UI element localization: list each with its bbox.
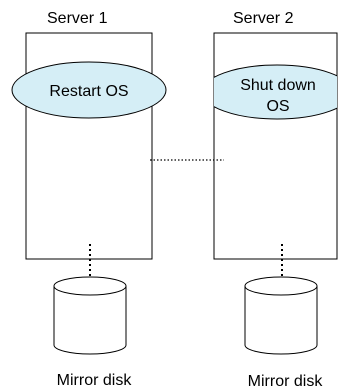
server-1-action-label: Restart OS — [49, 83, 128, 100]
server-2-action-label-line-2: OS — [266, 98, 289, 115]
mirror-disk-1: Mirror disk — [53, 276, 133, 389]
disk-1-label: Mirror disk — [57, 372, 133, 389]
server-2-action-ellipse — [214, 64, 337, 120]
disk-2-cylinder-top — [244, 276, 318, 296]
server-1-action-ellipse — [11, 61, 167, 119]
server-2: Server 2 Shut down OS — [213, 10, 338, 260]
server-2-action-label-line-1: Shut down — [240, 77, 316, 94]
server-1-title: Server 1 — [47, 10, 108, 27]
disk-2-cylinder-body — [244, 286, 318, 355]
mirror-disk-2: Mirror disk — [244, 276, 324, 390]
disk-1-cylinder-top — [53, 276, 127, 296]
disk-2-label: Mirror disk — [248, 373, 324, 390]
server-1: Server 1 Restart OS — [11, 10, 167, 260]
server-2-title: Server 2 — [233, 10, 294, 27]
disk-1-cylinder-body — [53, 286, 127, 355]
